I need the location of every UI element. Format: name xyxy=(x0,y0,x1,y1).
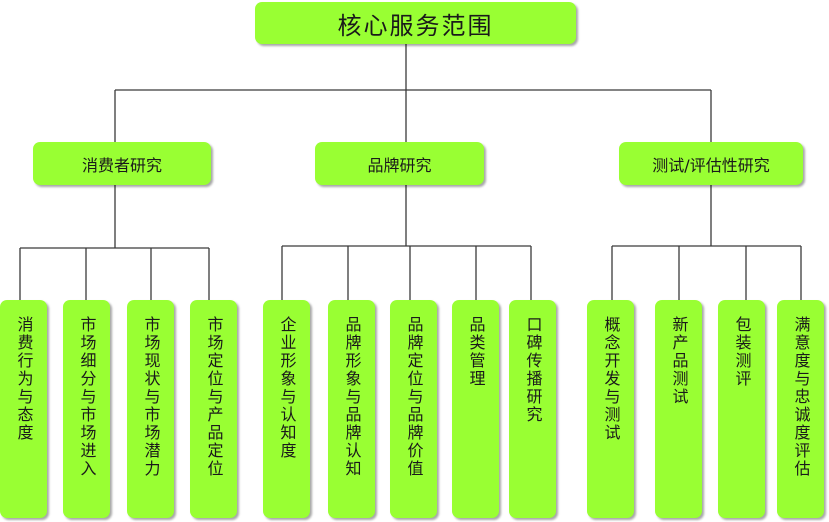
leaf-label: 新产品测试 xyxy=(669,316,689,406)
leaf-label: 品类管理 xyxy=(466,316,486,388)
category-label: 消费者研究 xyxy=(81,155,162,175)
leaf-new-product-testing: 新产品测试 xyxy=(655,300,702,518)
root-label: 核心服务范围 xyxy=(337,11,494,40)
leaf-word-of-mouth-research: 口碑传播研究 xyxy=(509,300,556,518)
leaf-category-management: 品类管理 xyxy=(452,300,499,518)
leaf-label: 满意度与忠诚度评估 xyxy=(791,316,811,478)
leaf-label: 品牌定位与品牌价值 xyxy=(404,316,424,478)
leaf-consumer-behavior-attitude: 消费行为与态度 xyxy=(0,300,47,518)
leaf-label: 口碑传播研究 xyxy=(523,316,543,424)
leaf-brand-image-cognition: 品牌形象与品牌认知 xyxy=(328,300,375,518)
leaf-label: 企业形象与认知度 xyxy=(277,316,297,460)
category-label: 测试/评估性研究 xyxy=(652,155,770,175)
leaf-brand-positioning-value: 品牌定位与品牌价值 xyxy=(390,300,437,518)
leaf-concept-development-testing: 概念开发与测试 xyxy=(587,300,634,518)
leaf-label: 包装测评 xyxy=(732,316,752,388)
leaf-market-product-positioning: 市场定位与产品定位 xyxy=(190,300,237,518)
leaf-satisfaction-loyalty-evaluation: 满意度与忠诚度评估 xyxy=(777,300,824,518)
leaf-label: 品牌形象与品牌认知 xyxy=(342,316,362,478)
leaf-packaging-evaluation: 包装测评 xyxy=(718,300,765,518)
root-node: 核心服务范围 xyxy=(255,2,576,44)
category-brand-research: 品牌研究 xyxy=(315,142,484,185)
leaf-label: 市场细分与市场进入 xyxy=(77,316,97,478)
leaf-label: 市场定位与产品定位 xyxy=(204,316,224,478)
leaf-label: 市场现状与市场潜力 xyxy=(141,316,161,478)
leaf-label: 消费行为与态度 xyxy=(14,316,34,442)
category-testing-evaluation-research: 测试/评估性研究 xyxy=(619,142,803,185)
category-consumer-research: 消费者研究 xyxy=(33,142,211,185)
leaf-corporate-image-awareness: 企业形象与认知度 xyxy=(263,300,310,518)
leaf-market-status-potential: 市场现状与市场潜力 xyxy=(127,300,174,518)
leaf-market-segmentation-entry: 市场细分与市场进入 xyxy=(63,300,110,518)
category-label: 品牌研究 xyxy=(367,155,432,175)
leaf-label: 概念开发与测试 xyxy=(601,316,621,442)
